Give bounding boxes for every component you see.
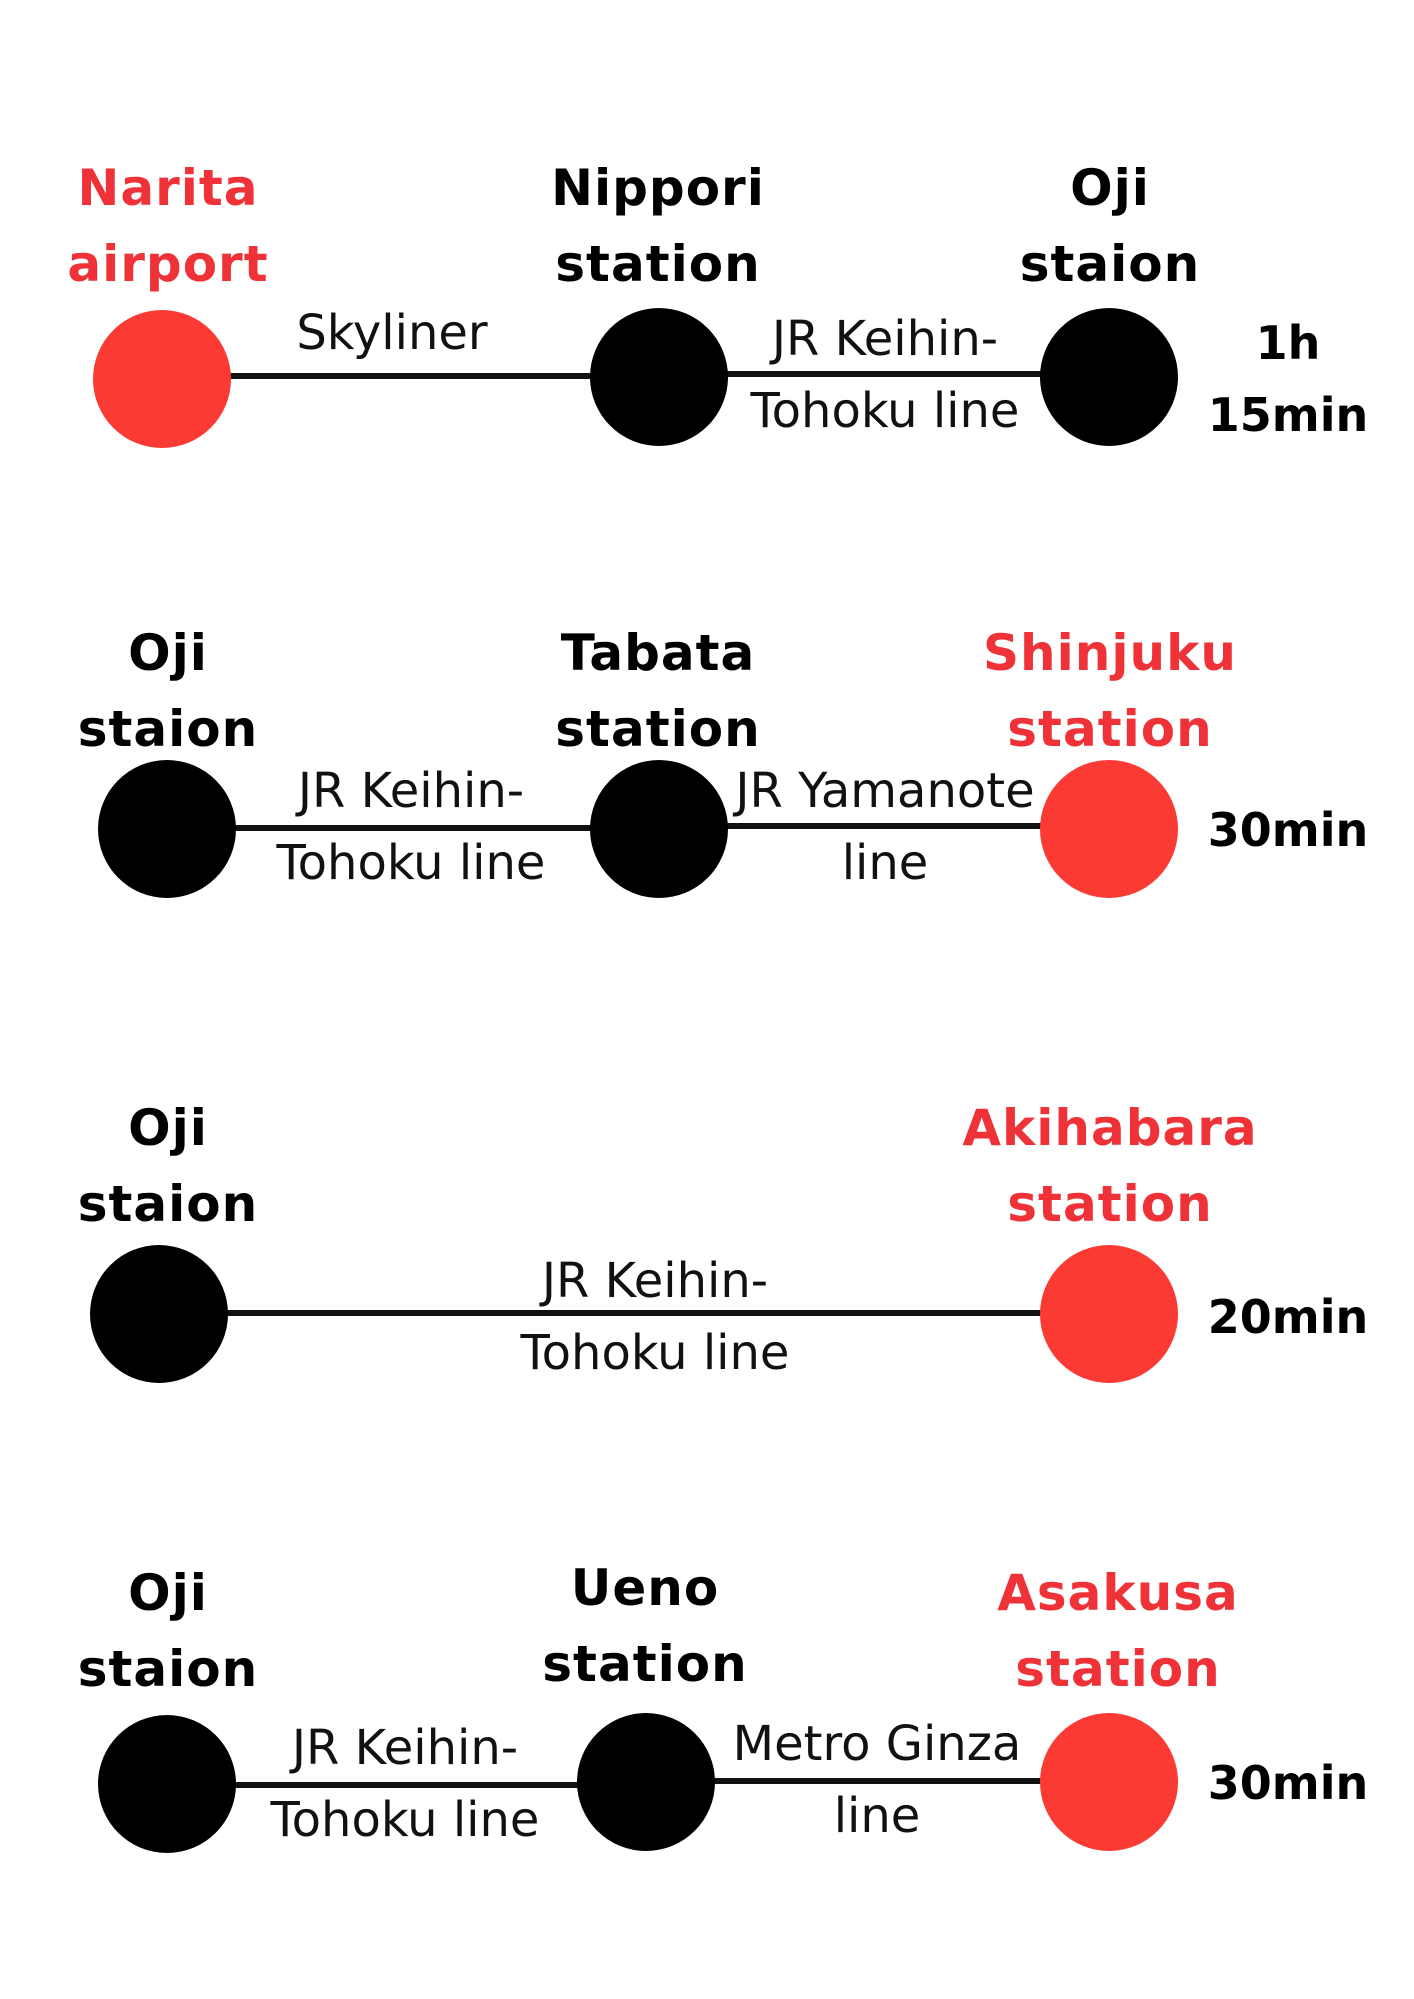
segment-label-keihin-tohoku: JR Keihin- Tohoku line <box>750 311 1020 439</box>
station-dot-asakusa <box>1040 1713 1178 1851</box>
travel-time: 1h 15min <box>1207 316 1369 442</box>
route-narita-to-oji: Narita airport Nippori station Oji staio… <box>0 150 1414 450</box>
station-name-oji: Oji staion <box>1019 159 1201 293</box>
station-dot-nippori <box>590 308 728 446</box>
station-dot-narita-airport <box>93 310 231 448</box>
station-dot-oji <box>1040 308 1178 446</box>
segment-label-keihin-tohoku: JR Keihin- Tohoku line <box>520 1253 790 1381</box>
travel-time: 30min <box>1207 803 1369 857</box>
station-name-narita-airport: Narita airport <box>67 159 269 293</box>
travel-time: 20min <box>1207 1290 1369 1344</box>
line-keihin-tohoku <box>165 825 665 831</box>
travel-time: 30min <box>1207 1756 1369 1810</box>
line-keihin-tohoku <box>165 1782 655 1788</box>
station-dot-oji <box>90 1245 228 1383</box>
segment-label-yamanote: JR Yamanote line <box>735 763 1035 891</box>
line-skyliner <box>160 373 660 379</box>
station-name-oji: Oji staion <box>77 624 259 758</box>
station-name-tabata: Tabata station <box>555 624 761 758</box>
segment-label-metro-ginza: Metro Ginza line <box>732 1716 1022 1844</box>
segment-label-skyliner: Skyliner <box>296 305 488 361</box>
station-name-oji: Oji staion <box>77 1099 259 1233</box>
station-name-ueno: Ueno station <box>542 1559 748 1693</box>
route-oji-to-shinjuku: Oji staion Tabata station Shinjuku stati… <box>0 615 1414 915</box>
station-name-asakusa: Asakusa station <box>997 1564 1239 1698</box>
segment-label-keihin-tohoku: JR Keihin- Tohoku line <box>270 1720 540 1848</box>
line-yamanote <box>655 823 1110 829</box>
station-name-oji: Oji staion <box>77 1564 259 1698</box>
line-metro-ginza <box>645 1778 1055 1784</box>
station-dot-ueno <box>577 1713 715 1851</box>
segment-label-keihin-tohoku: JR Keihin- Tohoku line <box>276 763 546 891</box>
line-keihin-tohoku <box>655 371 1110 377</box>
line-keihin-tohoku <box>160 1310 1110 1316</box>
station-dot-tabata <box>590 760 728 898</box>
station-name-shinjuku: Shinjuku station <box>983 624 1237 758</box>
route-oji-to-asakusa: Oji staion Ueno station Asakusa station … <box>0 1555 1414 1855</box>
station-dot-oji <box>98 1715 236 1853</box>
station-dot-akihabara <box>1040 1245 1178 1383</box>
route-oji-to-akihabara: Oji staion Akihabara station JR Keihin- … <box>0 1090 1414 1390</box>
station-name-nippori: Nippori station <box>551 159 765 293</box>
station-dot-oji <box>98 760 236 898</box>
station-dot-shinjuku <box>1040 760 1178 898</box>
station-name-akihabara: Akihabara station <box>962 1099 1258 1233</box>
